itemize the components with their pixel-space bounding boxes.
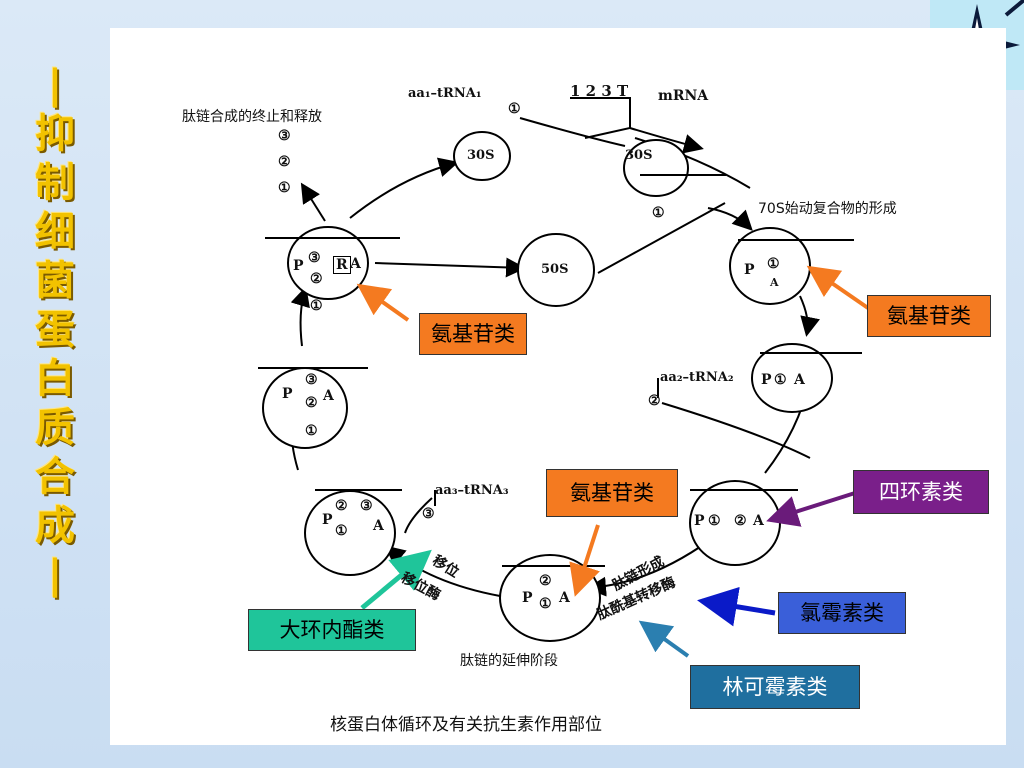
side-title-char: 白 bbox=[35, 355, 75, 402]
mark-1: ① bbox=[508, 101, 521, 117]
mark-p: P bbox=[322, 512, 333, 528]
side-title-char: 质 bbox=[35, 404, 75, 451]
mark-a: A bbox=[323, 388, 334, 404]
mark-1: ① bbox=[539, 596, 552, 612]
arrow-aa3 bbox=[404, 497, 433, 534]
mark-a: A bbox=[559, 590, 570, 606]
side-title: | 抑 制 细 菌 蛋 白 质 合 成 | bbox=[20, 60, 90, 599]
arrow-50s-to-initiation bbox=[597, 202, 726, 274]
mark-p: P bbox=[744, 262, 755, 278]
mark-1: ① bbox=[305, 423, 318, 439]
callout-arrow-aminoglycoside-right bbox=[806, 265, 870, 310]
mark-p: P bbox=[761, 372, 772, 388]
mark-3: ③ bbox=[360, 498, 373, 514]
callout-lincomycin: 林可霉素类 bbox=[690, 665, 860, 709]
callout-arrow-tetracycline bbox=[766, 491, 856, 527]
mark-2: ② bbox=[648, 393, 661, 409]
mark-2: ② bbox=[310, 271, 323, 287]
mark-1: ① bbox=[767, 256, 780, 272]
callout-aminoglycoside-left: 氨基苷类 bbox=[419, 313, 527, 355]
label-initiation: 70S始动复合物的形成 bbox=[758, 201, 897, 217]
mark-3: ③ bbox=[305, 372, 318, 388]
side-title-char: 细 bbox=[35, 208, 75, 255]
mark-1: ① bbox=[652, 205, 665, 221]
side-title-char: 抑 bbox=[35, 110, 75, 157]
callout-arrow-macrolide bbox=[360, 549, 432, 610]
arrow-aa2 bbox=[661, 402, 811, 459]
arrow-right-down bbox=[799, 295, 820, 337]
label-aa3-trna: aa₃–tRNA₃ bbox=[435, 483, 509, 498]
mark-1: ① bbox=[278, 180, 291, 196]
callout-chloramphenicol: 氯霉素类 bbox=[778, 592, 906, 634]
arrow-to-elongation bbox=[586, 539, 711, 597]
side-title-char: 菌 bbox=[35, 257, 75, 304]
callout-aminoglycoside-mid: 氨基苷类 bbox=[546, 469, 678, 517]
callout-arrow-aminoglycoside-mid bbox=[569, 524, 600, 597]
mark-a: A bbox=[350, 256, 361, 272]
mark-2: ② bbox=[278, 154, 291, 170]
label-aa2-trna: aa₂–tRNA₂ bbox=[660, 370, 734, 385]
arrow-mrna-to-30s bbox=[629, 127, 704, 154]
callout-aminoglycoside-right: 氨基苷类 bbox=[867, 295, 991, 337]
side-title-char: 蛋 bbox=[35, 306, 75, 353]
mrna-line bbox=[570, 97, 631, 139]
mark-2: ② bbox=[734, 513, 747, 529]
mark-a: A bbox=[753, 513, 764, 529]
mark-2: ② bbox=[335, 498, 348, 514]
label-termination: 肽链合成的终止和释放 bbox=[182, 109, 322, 125]
mark-a: A bbox=[770, 276, 779, 289]
subunit-50s bbox=[517, 233, 595, 307]
mark-1: ① bbox=[708, 513, 721, 529]
callout-arrow-chloramphenicol bbox=[697, 586, 776, 627]
subunit-30s-right bbox=[623, 139, 689, 197]
label-aa1-trna: aa₁–tRNA₁ bbox=[408, 86, 482, 101]
ribosome-left-top bbox=[287, 226, 369, 300]
arrow-release bbox=[300, 182, 326, 222]
mark-3: ③ bbox=[278, 128, 291, 144]
mark-1: ① bbox=[310, 298, 323, 314]
mark-r: R bbox=[333, 256, 351, 274]
side-title-char: 制 bbox=[35, 159, 75, 206]
mark-p: P bbox=[694, 513, 705, 529]
label-elongation: 肽链的延伸阶段 bbox=[460, 653, 558, 669]
arrow-aa1-to-30s bbox=[519, 117, 626, 147]
mark-2: ② bbox=[305, 395, 318, 411]
label-mrna: mRNA bbox=[658, 88, 709, 104]
label-50s: 50S bbox=[541, 262, 569, 277]
side-title-char: | bbox=[47, 551, 63, 598]
mark-2: ② bbox=[539, 573, 552, 589]
diagram-panel: 肽链合成的终止和释放 aa₁–tRNA₁ 1 2 3 T mRNA 30S 30… bbox=[110, 28, 1006, 745]
side-title-char: 合 bbox=[35, 453, 75, 500]
mark-p: P bbox=[293, 258, 304, 274]
arrow-left-up-2 bbox=[290, 286, 310, 347]
arrow-to-30s bbox=[349, 157, 459, 219]
mark-3: ③ bbox=[422, 506, 435, 522]
mark-a: A bbox=[794, 372, 805, 388]
callout-macrolide: 大环内酯类 bbox=[248, 609, 416, 651]
callout-tetracycline: 四环素类 bbox=[853, 470, 989, 514]
mark-1: ① bbox=[335, 523, 348, 539]
mark-p: P bbox=[282, 386, 293, 402]
arrow-50s-line-top bbox=[707, 207, 753, 231]
side-title-char: 成 bbox=[35, 502, 75, 549]
side-title-char: | bbox=[47, 61, 63, 108]
ribosome-cycle-diagram bbox=[258, 97, 870, 658]
arrow-left-to-50s bbox=[374, 257, 526, 278]
mark-1: ① bbox=[774, 372, 787, 388]
ribosome-right-mid bbox=[751, 343, 833, 413]
label-mrna-codons: 1 2 3 T bbox=[570, 82, 629, 100]
mark-3: ③ bbox=[308, 250, 321, 266]
callout-arrow-lincomycin bbox=[638, 620, 690, 658]
callout-arrow-aminoglycoside-left bbox=[356, 283, 410, 322]
diagram-caption: 核蛋白体循环及有关抗生素作用部位 bbox=[330, 715, 602, 735]
mark-a: A bbox=[373, 518, 384, 534]
mark-p: P bbox=[522, 590, 533, 606]
label-30s-left: 30S bbox=[467, 148, 495, 163]
subunit-30s-left bbox=[453, 131, 511, 181]
label-30s-right: 30S bbox=[625, 148, 653, 163]
